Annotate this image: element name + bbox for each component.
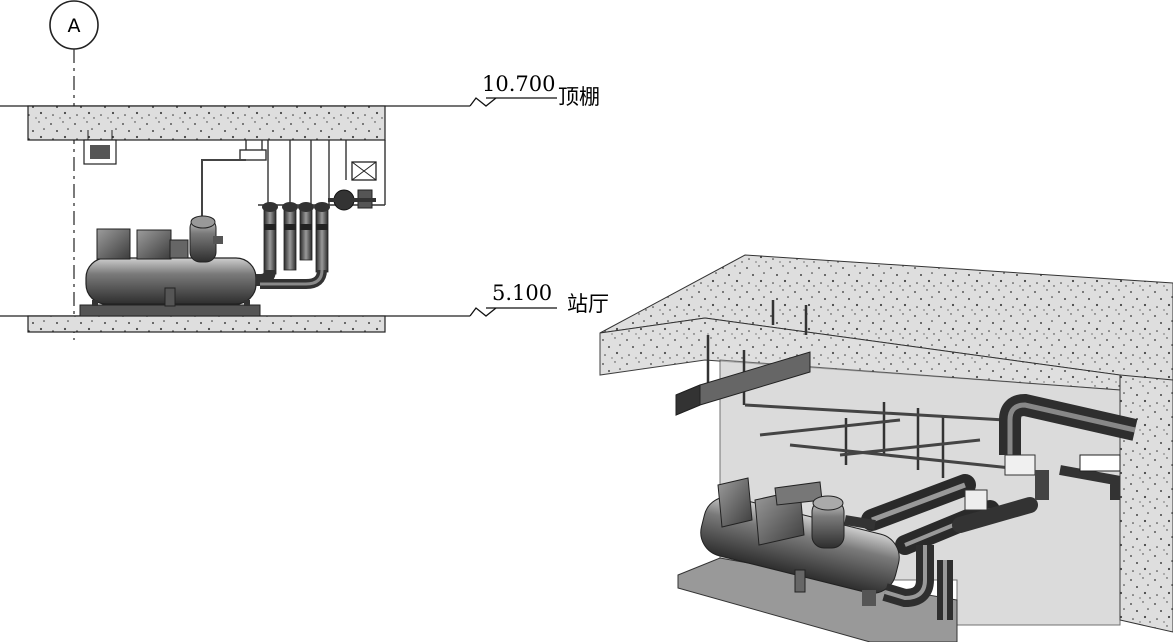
isometric-view (599, 254, 1173, 642)
side-wall (1119, 374, 1173, 633)
equipment-base (79, 304, 261, 317)
iso-pipe-cluster (861, 470, 1049, 555)
floor-slab (0, 315, 470, 333)
level-name: 站厅 (567, 292, 609, 316)
ceiling-slab (0, 105, 470, 141)
iso-duct (675, 351, 811, 416)
level-elevation: 10.700 (482, 72, 555, 96)
water-pipes (256, 189, 376, 289)
duct-box (83, 130, 117, 165)
axis-label: A (68, 15, 81, 37)
axis-marker: A (49, 0, 99, 340)
iso-chiller (700, 477, 900, 606)
level-marker-concourse: 5.100 站厅 (469, 281, 609, 317)
iso-big-pipes (999, 393, 1138, 500)
level-marker-ceiling: 10.700 顶棚 (469, 72, 600, 109)
section-view: A 10.700 顶棚 5.100 站厅 (0, 0, 609, 340)
refrigerant-pipe (201, 159, 246, 225)
level-elevation: 5.100 (492, 281, 552, 305)
level-name: 顶棚 (558, 85, 600, 109)
iso-feed-pipes (882, 545, 953, 620)
iso-pipe-rack (744, 403, 1031, 472)
floor-plinth (677, 557, 958, 642)
chiller-unit (85, 215, 257, 307)
damper-box (351, 161, 377, 181)
